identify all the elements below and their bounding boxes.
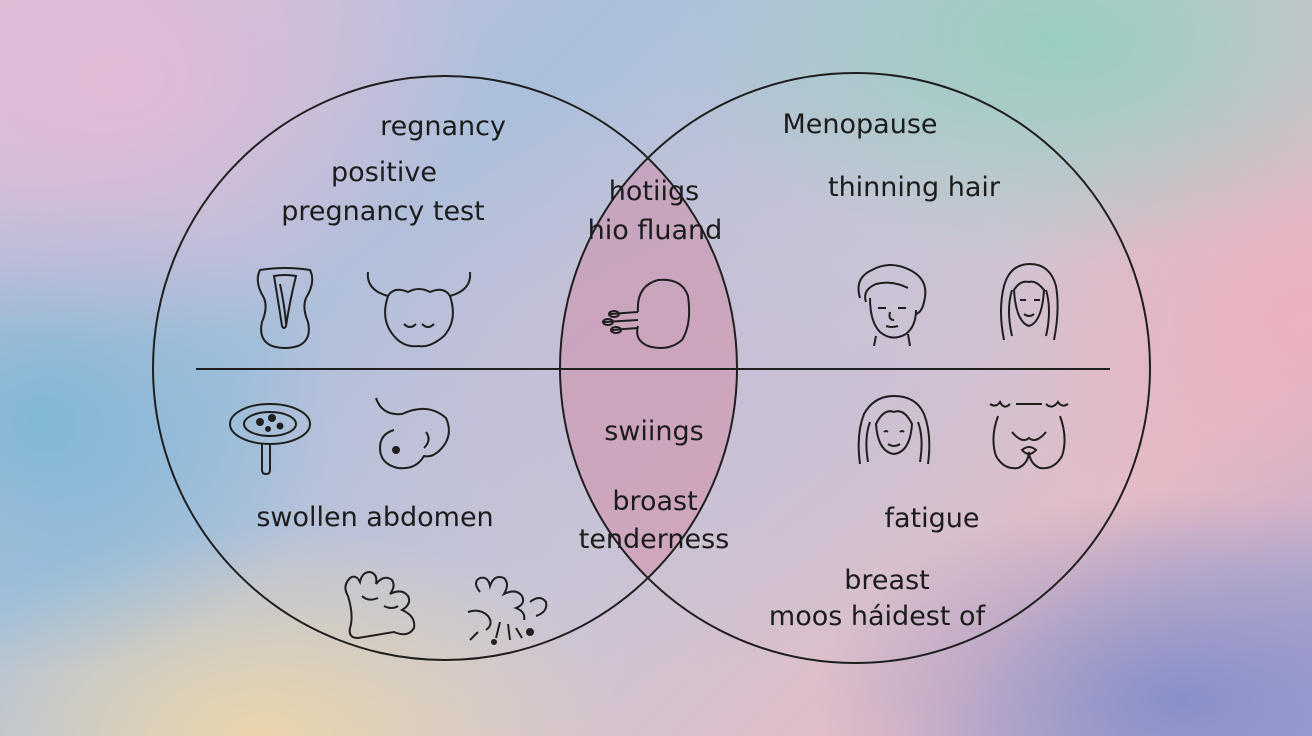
overlap-item-tenderness: tenderness <box>578 524 730 555</box>
right-item-breast: breast <box>844 565 930 596</box>
right-set-title: Menopause <box>782 109 938 140</box>
hand-gesture-icon <box>602 278 691 349</box>
right-item-moos-haidest-of: moos háidest of <box>768 601 986 632</box>
overlap-item-hotiigs: hotiigs <box>608 176 700 207</box>
uterus-icon <box>256 267 314 349</box>
man-head-icon <box>857 264 927 346</box>
left-item-positive: positive <box>331 157 437 188</box>
fetus-icon <box>375 397 450 470</box>
right-item-thinning-hair: thinning hair <box>827 172 1001 203</box>
breasts-icon <box>989 400 1069 470</box>
woman-face-icon <box>1000 262 1059 341</box>
woman-hair-icon <box>857 394 931 465</box>
hands-icon <box>344 570 416 640</box>
left-set-title: regnancy <box>380 111 506 142</box>
overlap-item-swiings: swiings <box>604 416 704 447</box>
overlap-item-broast: broast <box>612 486 698 517</box>
left-item-swollen-abdomen: swollen abdomen <box>256 502 494 533</box>
cow-face-icon <box>366 271 472 348</box>
splash-hands-icon <box>467 576 548 645</box>
ovary-icon <box>229 403 311 476</box>
right-item-fatigue: fatigue <box>884 503 980 534</box>
left-item-pregnancy-test: pregnancy test <box>281 196 485 227</box>
overlap-item-hio-fluand: hio fluand <box>587 215 723 246</box>
